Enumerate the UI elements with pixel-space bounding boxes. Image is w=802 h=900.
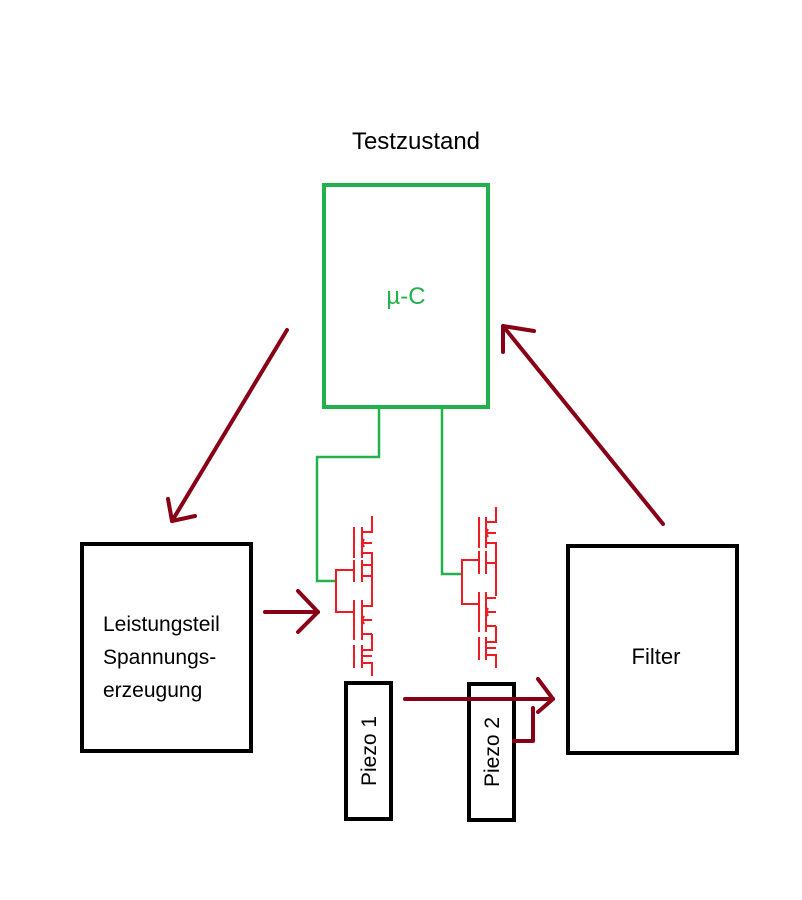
half-bridge-left [335, 516, 373, 676]
signal-arrows [166, 324, 665, 743]
piezo-2-block: Piezo 2 [467, 682, 516, 822]
arrow-controller-to-power [166, 328, 289, 523]
control-wire-2 [440, 407, 462, 576]
control-wire-1 [315, 407, 381, 583]
control-wires [315, 407, 462, 583]
controller-label: µ-C [386, 283, 425, 310]
arrow-piezo-to-filter [403, 677, 555, 714]
power-stage-label-3: erzeugung [103, 679, 202, 702]
power-stage-label-1: Leistungsteil [103, 613, 220, 636]
filter-label: Filter [632, 644, 681, 669]
piezo-1-block: Piezo 1 [344, 681, 393, 821]
power-stage-block: Leistungsteil Spannungs- erzeugung [80, 542, 253, 753]
piezo-2-return-wire [512, 706, 535, 743]
arrow-filter-to-controller [501, 324, 665, 526]
half-bridge-right [461, 507, 497, 668]
power-stage-label-2: Spannungs- [103, 646, 216, 669]
filter-block: Filter [566, 544, 739, 755]
diagram-title: Testzustand [352, 128, 480, 155]
piezo-1-label: Piezo 1 [358, 716, 381, 786]
controller-block: µ-C [322, 183, 490, 409]
piezo-2-label: Piezo 2 [481, 717, 504, 787]
arrow-power-to-bridge [263, 589, 320, 634]
